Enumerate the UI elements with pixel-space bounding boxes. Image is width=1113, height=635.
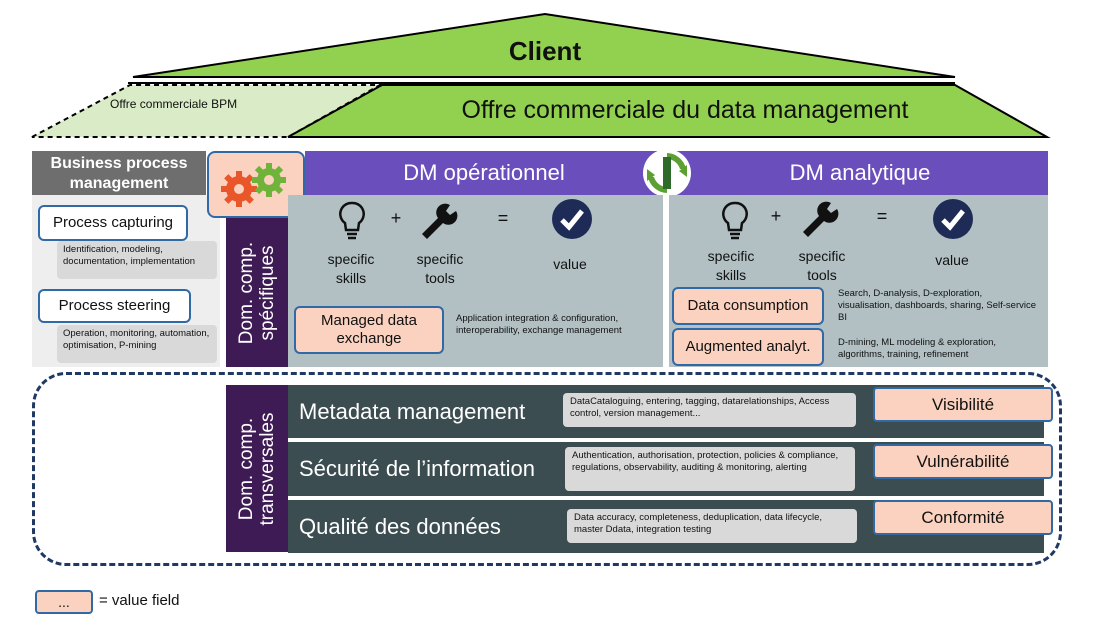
metadata-management-note: DataCataloguing, entering, tagging, data… xyxy=(563,393,856,427)
dm-operationnel-header: DM opérationnel xyxy=(305,151,663,195)
plus-sign: + xyxy=(390,208,402,228)
cycle-icon xyxy=(641,147,693,199)
metadata-management-title: Metadata management xyxy=(299,398,526,424)
equals-sign: = xyxy=(497,208,509,228)
bpm-header: Business process management xyxy=(32,151,206,195)
dm-offer-roof xyxy=(287,84,1051,138)
specific-skills-label: specific skills xyxy=(707,248,755,283)
wrench-icon xyxy=(799,199,843,237)
plus-sign: + xyxy=(770,206,782,226)
qualite-donnees-title: Qualité des données xyxy=(299,513,501,539)
process-steering-box: Process steering xyxy=(38,289,191,323)
gears-icon xyxy=(207,151,305,218)
legend-value-field-sample: ... xyxy=(35,590,93,614)
dom-comp-specifiques-text: Dom. comp. spécifiques xyxy=(236,241,278,344)
dom-comp-transversales-label: Dom. comp. transversales xyxy=(226,385,288,552)
dom-comp-transversales-text: Dom. comp. transversales xyxy=(236,412,278,525)
checkmark-icon xyxy=(551,198,593,240)
equals-sign: = xyxy=(876,206,888,226)
process-steering-note: Operation, monitoring, automation, optim… xyxy=(57,325,217,363)
securite-information-note: Authentication, authorisation, protectio… xyxy=(565,447,855,491)
vulnerabilite-value-field: Vulnérabilité xyxy=(873,444,1053,479)
data-consumption-field: Data consumption xyxy=(672,287,824,325)
dm-analytique-header: DM analytique xyxy=(672,151,1048,195)
conformite-value-field: Conformité xyxy=(873,500,1053,535)
dm-offer-label: Offre commerciale du data management xyxy=(461,96,909,124)
lightbulb-icon xyxy=(337,200,367,242)
specific-tools-label: specific tools xyxy=(798,248,846,283)
augmented-analytics-desc: D-mining, ML modeling & exploration, alg… xyxy=(838,337,997,360)
bpm-offer-label: Offre commerciale BPM xyxy=(110,97,238,111)
managed-data-exchange-field: Managed data exchange xyxy=(294,306,444,354)
specific-skills-label: specific skills xyxy=(327,251,375,286)
value-label: value xyxy=(553,256,587,272)
visibilite-value-field: Visibilité xyxy=(873,387,1053,422)
value-label: value xyxy=(935,252,969,268)
roof-graphic xyxy=(31,12,1051,138)
process-capturing-note: Identification, modeling, documentation,… xyxy=(57,241,217,279)
client-label: Client xyxy=(508,36,582,66)
managed-data-exchange-desc: Application integration & configuration,… xyxy=(456,313,622,336)
client-roof xyxy=(132,12,956,78)
specific-tools-label: specific tools xyxy=(416,251,464,286)
legend-text: = value field xyxy=(99,592,180,609)
transversal-container xyxy=(32,372,1062,566)
qualite-donnees-note: Data accuracy, completeness, deduplicati… xyxy=(567,509,857,543)
dom-comp-specifiques-label: Dom. comp. spécifiques xyxy=(226,218,288,367)
checkmark-icon xyxy=(932,198,974,240)
wrench-icon xyxy=(418,201,462,239)
lightbulb-icon xyxy=(720,200,750,242)
process-capturing-box: Process capturing xyxy=(38,205,188,241)
augmented-analytics-field: Augmented analyt. xyxy=(672,328,824,366)
securite-information-title: Sécurité de l’information xyxy=(299,456,536,481)
data-consumption-desc: Search, D-analysis, D-exploration, visua… xyxy=(838,288,1037,323)
